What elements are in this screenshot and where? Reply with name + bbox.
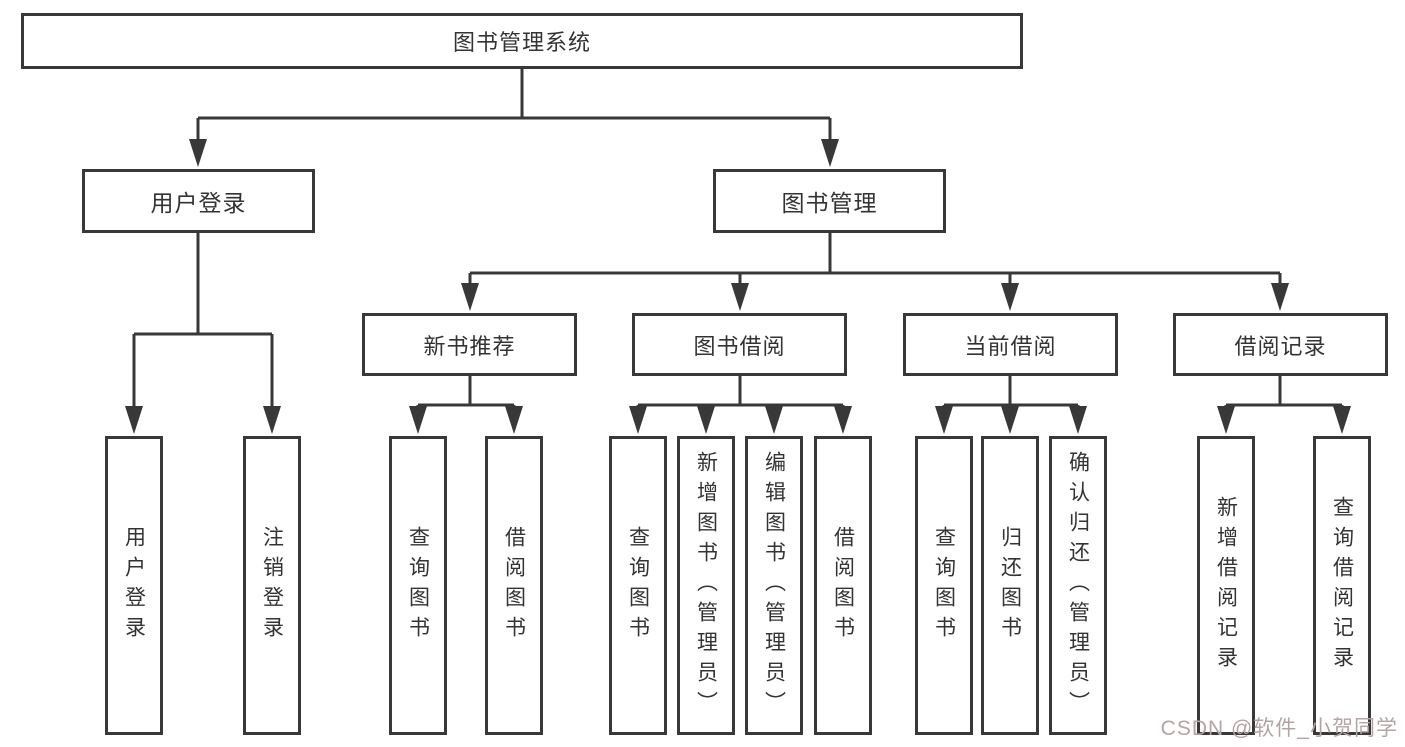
leaf-label: 注销登录 [260, 525, 284, 646]
node-label: 用户登录 [150, 190, 247, 216]
leaf-edit-book-admin: 编辑图书（管理员） [745, 436, 803, 735]
node-library-system: 图书管理系统 [21, 13, 1023, 69]
leaf-borrow-book: 借阅图书 [814, 436, 872, 735]
leaf-label: 查询图书 [626, 525, 650, 646]
leaf-query-books-current: 查询图书 [915, 436, 973, 735]
node-user-login: 用户登录 [82, 169, 315, 233]
node-label: 图书管理系统 [452, 30, 591, 55]
leaf-label: 借阅图书 [831, 525, 855, 646]
leaf-label: 借阅图书 [502, 525, 526, 646]
leaf-logout: 注销登录 [243, 436, 301, 735]
node-label: 图书管理 [781, 190, 878, 216]
leaf-label: 归还图书 [998, 525, 1022, 646]
leaf-user-login: 用户登录 [105, 436, 163, 735]
leaf-confirm-return-admin: 确认归还（管理员） [1049, 436, 1107, 735]
node-label: 图书借阅 [693, 333, 786, 359]
node-new-book-recommend: 新书推荐 [362, 313, 577, 376]
node-current-borrow: 当前借阅 [903, 313, 1118, 376]
leaf-query-books-borrow: 查询图书 [609, 436, 667, 735]
leaf-label: 新增借阅记录 [1214, 495, 1238, 676]
node-label: 当前借阅 [964, 333, 1057, 359]
node-borrow-records: 借阅记录 [1173, 313, 1388, 376]
leaf-return-book: 归还图书 [981, 436, 1039, 735]
leaf-label: 编辑图书（管理员） [762, 450, 786, 721]
node-label: 借阅记录 [1234, 333, 1327, 359]
leaf-add-borrow-record: 新增借阅记录 [1197, 436, 1255, 735]
node-book-borrow: 图书借阅 [632, 313, 847, 376]
node-book-management: 图书管理 [713, 169, 946, 233]
leaf-borrow-books-recommend: 借阅图书 [485, 436, 543, 735]
leaf-add-book-admin: 新增图书（管理员） [677, 436, 735, 735]
leaf-query-borrow-record: 查询借阅记录 [1313, 436, 1371, 735]
leaf-label: 新增图书（管理员） [694, 450, 718, 721]
leaf-label: 用户登录 [122, 525, 146, 646]
leaf-label: 确认归还（管理员） [1066, 450, 1090, 721]
leaf-query-books-recommend: 查询图书 [389, 436, 447, 735]
leaf-label: 查询图书 [932, 525, 956, 646]
leaf-label: 查询借阅记录 [1330, 495, 1354, 676]
leaf-label: 查询图书 [406, 525, 430, 646]
node-label: 新书推荐 [423, 333, 516, 359]
csdn-watermark: CSDN @软件_小贺同学 [1160, 717, 1398, 740]
